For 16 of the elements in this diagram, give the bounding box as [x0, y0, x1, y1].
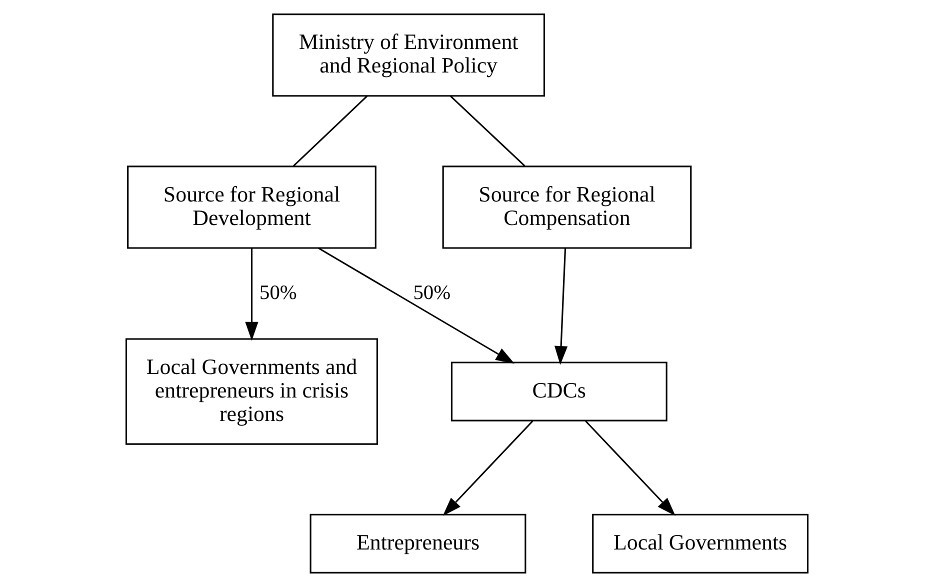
connector [450, 96, 525, 167]
node-box: Ministry of Environment and Regional Policy [272, 14, 545, 97]
arrow [584, 420, 675, 516]
edge-label: 50% [412, 282, 450, 304]
node-box: Source for Regional Compensation [442, 166, 692, 249]
arrow [318, 247, 514, 364]
node-box: Local Governments and entrepreneurs in crisis regions [125, 338, 378, 445]
connector [292, 96, 367, 167]
node-box: CDCs [450, 362, 667, 422]
arrow [244, 248, 258, 341]
arrow [442, 420, 533, 516]
node-box: Source for Regional Development [126, 166, 376, 249]
edge-label: 50% [259, 282, 296, 304]
node-box: Entrepreneurs [309, 514, 526, 574]
arrow [554, 248, 568, 365]
node-box: Local Governments [592, 514, 808, 574]
